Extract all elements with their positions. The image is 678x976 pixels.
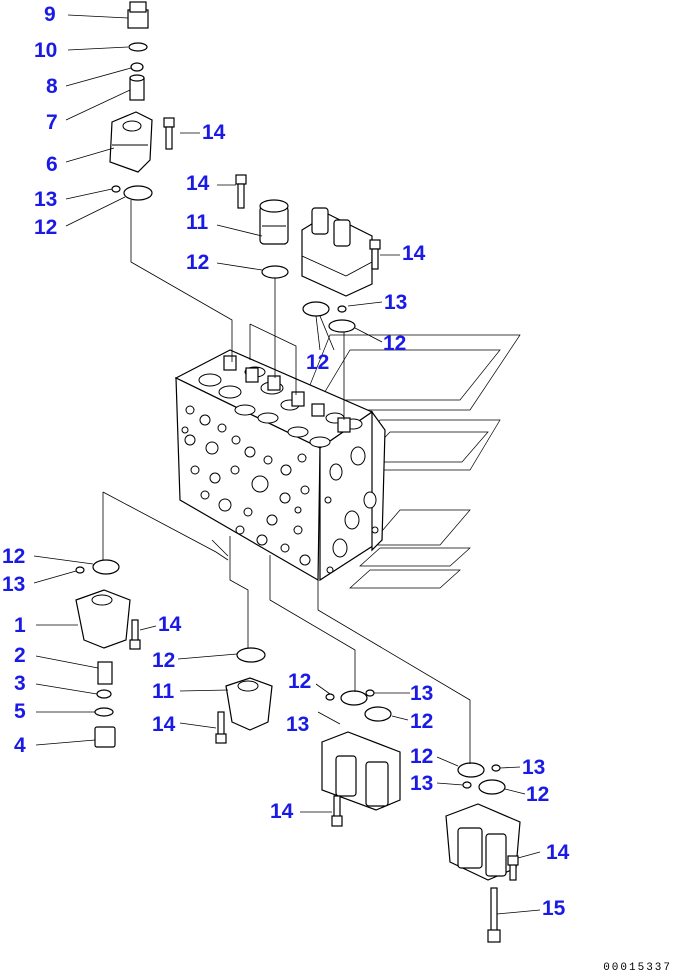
assembly-lines bbox=[102, 200, 471, 764]
part-13-small-ring-e bbox=[365, 689, 375, 697]
part-13-small-ring-g bbox=[491, 764, 501, 772]
drawing-code: 00015337 bbox=[603, 962, 672, 974]
part-14-bolt-g bbox=[507, 855, 519, 881]
callout-12: 12 bbox=[410, 745, 434, 768]
part-11-cap-b bbox=[225, 677, 273, 731]
callout-14: 14 bbox=[186, 172, 210, 195]
callout-14: 14 bbox=[270, 800, 294, 823]
callout-15: 15 bbox=[542, 897, 566, 920]
callout-2: 2 bbox=[14, 644, 26, 667]
part-6-cover bbox=[109, 111, 153, 173]
part-13-small-ring-a bbox=[111, 185, 121, 193]
part-5-o-ring bbox=[94, 707, 114, 717]
part-12-gasket-d bbox=[328, 319, 356, 333]
part-14-bolt-a bbox=[163, 117, 175, 150]
part-12-gasket-i bbox=[457, 762, 485, 778]
callout-5: 5 bbox=[14, 700, 26, 723]
callout-13: 13 bbox=[410, 682, 434, 705]
callout-12: 12 bbox=[526, 783, 550, 806]
part-14-bolt-e bbox=[215, 711, 227, 744]
part-3-ring bbox=[96, 689, 112, 699]
part-12-gasket-e bbox=[92, 559, 120, 575]
part-13-small-ring-c bbox=[75, 566, 85, 574]
callout-14: 14 bbox=[202, 121, 226, 144]
callout-14: 14 bbox=[158, 613, 182, 636]
part-12-gasket-g bbox=[340, 690, 368, 706]
callout-12: 12 bbox=[288, 670, 312, 693]
part-8-ring bbox=[130, 62, 144, 72]
valve-body bbox=[174, 349, 386, 582]
part-13-small-ring-b bbox=[337, 305, 347, 313]
leader-lines bbox=[33, 14, 541, 915]
callout-14: 14 bbox=[152, 713, 176, 736]
callout-12: 12 bbox=[34, 216, 58, 239]
solenoid-valve-mid bbox=[321, 731, 401, 811]
callout-9: 9 bbox=[44, 3, 56, 26]
part-12-gasket-j bbox=[478, 779, 506, 795]
callout-13: 13 bbox=[384, 291, 408, 314]
callout-14: 14 bbox=[546, 841, 570, 864]
callout-11: 11 bbox=[186, 211, 209, 234]
part-15-bolt bbox=[487, 887, 501, 943]
part-13-small-ring-d bbox=[325, 693, 335, 701]
callout-12: 12 bbox=[383, 332, 407, 355]
part-12-gasket-f bbox=[236, 647, 266, 663]
solenoid-valve-low bbox=[445, 803, 521, 881]
callout-14: 14 bbox=[402, 242, 426, 265]
part-12-gasket-h bbox=[364, 706, 392, 722]
part-14-bolt-b bbox=[235, 174, 247, 209]
part-14-bolt-f bbox=[331, 795, 343, 827]
callout-13: 13 bbox=[522, 756, 546, 779]
part-9-plug bbox=[127, 1, 149, 29]
callout-12: 12 bbox=[186, 251, 210, 274]
part-1-cover bbox=[75, 589, 131, 649]
callout-4: 4 bbox=[14, 734, 26, 757]
part-14-bolt-c bbox=[369, 239, 381, 270]
part-4-plug bbox=[94, 726, 116, 748]
callout-13: 13 bbox=[34, 188, 58, 211]
callout-10: 10 bbox=[34, 39, 58, 62]
part-12-gasket-b bbox=[261, 265, 289, 279]
callout-12: 12 bbox=[306, 351, 330, 374]
callout-12: 12 bbox=[2, 545, 26, 568]
callout-12: 12 bbox=[152, 649, 176, 672]
part-14-bolt-d bbox=[129, 619, 141, 650]
callout-1: 1 bbox=[14, 614, 26, 637]
part-10-o-ring bbox=[128, 42, 148, 52]
part-2-fitting bbox=[97, 661, 113, 685]
part-12-gasket-a bbox=[123, 185, 153, 201]
part-12-gasket-c bbox=[302, 301, 330, 317]
callout-12: 12 bbox=[410, 710, 434, 733]
callout-13: 13 bbox=[410, 772, 434, 795]
callout-6: 6 bbox=[46, 153, 58, 176]
callout-7: 7 bbox=[46, 111, 58, 134]
callout-13: 13 bbox=[286, 713, 310, 736]
callout-8: 8 bbox=[46, 75, 58, 98]
callout-3: 3 bbox=[14, 672, 26, 695]
callout-11: 11 bbox=[152, 680, 175, 703]
part-11-cap-a bbox=[259, 199, 289, 245]
part-7-valve bbox=[129, 74, 145, 101]
callout-13: 13 bbox=[2, 573, 26, 596]
part-13-small-ring-f bbox=[462, 781, 472, 789]
solenoid-valve-top bbox=[301, 207, 373, 297]
